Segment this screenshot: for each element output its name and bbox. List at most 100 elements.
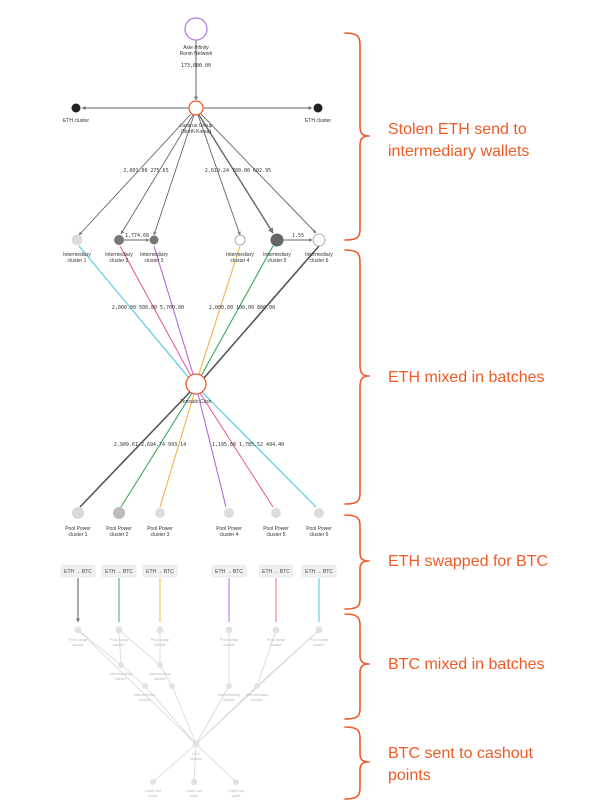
intermediary-1-sub: cluster 1 <box>68 258 87 264</box>
intermediary-cluster-1: Intermediary cluster 1 <box>63 234 91 264</box>
cashout-sub: point <box>190 793 200 798</box>
pool-power-6-label: Pool Power <box>306 526 332 532</box>
pool-power-6-sub: cluster 6 <box>310 532 329 538</box>
batch-label-left: 2,000.00 500.00 5,700.00 <box>112 305 184 311</box>
edge-mixer-p2 <box>120 392 193 508</box>
intermediary-cluster-2: Intermediary cluster 2 <box>105 235 133 264</box>
bracket-stage-1 <box>344 32 370 241</box>
pool-power-1-dot <box>72 507 84 519</box>
swap-box-5 <box>258 564 294 578</box>
intermediary-3-sub: cluster 3 <box>145 258 164 264</box>
edge-mixer-p3 <box>159 393 195 508</box>
btc-pool-node <box>156 626 164 634</box>
pool-power-4-label: Pool Power <box>216 526 242 532</box>
btc-pool-label: Pool swap <box>267 637 286 642</box>
edge-hub-c4 <box>197 114 241 236</box>
cashout-nodes: Cash out point Cash out point Cash out p… <box>145 779 245 798</box>
stage-5-line-2: points <box>388 767 431 784</box>
btc-pool-sub: cluster <box>313 642 325 647</box>
edge-c4-mixer <box>198 245 241 375</box>
pool-power-3-sub: cluster 3 <box>151 532 170 538</box>
btc-mix-node <box>169 683 175 689</box>
btc-pool-nodes <box>74 626 323 634</box>
intermediary-2-dot <box>114 235 124 245</box>
intermediary-cluster-4: Intermediary cluster 4 <box>226 234 254 264</box>
cashout-node <box>233 779 239 785</box>
intermediary-3-label: Intermediary <box>140 252 168 258</box>
batch-label-right: 2,000.00 100.00 800.00 <box>209 305 275 311</box>
edge-hub-c6 <box>200 113 317 234</box>
transfer-label-c5-c6: 1.55 <box>292 233 304 239</box>
edge-hub-c2 <box>120 114 194 235</box>
source-node-circle <box>184 17 208 41</box>
intermediary-6-sub: cluster 6 <box>310 258 329 264</box>
pool-power-2-label: Pool Power <box>106 526 132 532</box>
swap-label-2: ETH → BTC <box>105 569 133 575</box>
stage-3-line-1: ETH swapped for BTC <box>388 553 548 570</box>
btc-hub-sub: cluster <box>190 756 202 761</box>
stage-labels: Stolen ETH send to intermediary wallets … <box>388 121 548 784</box>
intermediary-cluster-5: Intermediary cluster 5 <box>263 233 291 264</box>
btc-mix-labels: Intermediary cluster Intermediary cluste… <box>110 671 268 702</box>
eth-cluster-right: ETH cluster <box>305 103 331 124</box>
mixer-node: Tornado Cash <box>180 373 212 405</box>
edge-mixer-p1 <box>79 391 191 508</box>
hub-node: Lazarus Group (North Korea) <box>179 100 213 135</box>
btc-pool-sub: cluster <box>270 642 282 647</box>
btc-hub-label: Hub <box>192 751 200 756</box>
pool-power-5: Pool Power cluster 5 <box>263 508 289 538</box>
btc-mix-label: Intermediary <box>218 692 240 697</box>
stage-1-line-2: intermediary wallets <box>388 143 529 160</box>
swap-label-5: ETH → BTC <box>262 569 290 575</box>
btc-mix-node <box>142 683 148 689</box>
intermediary-5-sub: cluster 5 <box>268 258 287 264</box>
stage-2-line-1: ETH mixed in batches <box>388 369 545 386</box>
edge-c5-mixer <box>200 245 274 377</box>
pool-power-4: Pool Power cluster 4 <box>216 508 242 538</box>
intermediary-2-sub: cluster 2 <box>110 258 129 264</box>
pool-power-4-dot <box>224 508 234 518</box>
pool-power-clusters: Pool Power cluster 1 Pool Power cluster … <box>65 507 332 538</box>
cashout-node <box>191 779 197 785</box>
eth-cluster-left-dot <box>71 103 81 113</box>
pool-power-6-dot <box>314 508 324 518</box>
stage-4-line-1: BTC mixed in batches <box>388 656 545 673</box>
btc-pool-sub: cluster <box>72 642 84 647</box>
btc-mix-label: Intermediary <box>134 692 156 697</box>
hub-node-label-1: Lazarus Group <box>179 123 212 129</box>
btc-pool-sub: cluster <box>154 642 166 647</box>
btc-mix-sub: cluster <box>115 676 127 681</box>
edge-c2-mixer <box>119 245 192 377</box>
intermediary-4-label: Intermediary <box>226 252 254 258</box>
pool-power-3-label: Pool Power <box>147 526 173 532</box>
bracket-stage-3 <box>344 514 370 610</box>
bracket-stage-5 <box>344 726 370 800</box>
intermediary-5-label: Intermediary <box>263 252 291 258</box>
edge-c6-mixer <box>203 245 320 379</box>
stage-1-line-1: Stolen ETH send to <box>388 121 527 138</box>
edge-hub-c1 <box>78 113 192 236</box>
pool-power-2-dot <box>113 507 125 519</box>
edge-mixer-p6 <box>201 391 317 508</box>
hub-node-circle <box>188 100 204 116</box>
cashout-label: Cash out <box>186 788 203 793</box>
intermediary-cluster-3: Intermediary cluster 3 <box>140 235 168 264</box>
btc-mix-sub: cluster <box>251 697 263 702</box>
btc-pool-sub: cluster <box>223 642 235 647</box>
cashout-node <box>150 779 156 785</box>
btc-mix-node <box>157 662 163 668</box>
btc-mix-label: Intermediary <box>110 671 132 676</box>
hub-node-label-2: (North Korea) <box>181 129 212 135</box>
btc-mix-label: Intermediary <box>149 671 171 676</box>
btc-pool-label: Pool swap <box>220 637 239 642</box>
btc-mix-nodes <box>118 662 260 689</box>
to-mixer-edges <box>78 245 320 379</box>
btc-mix-node <box>226 683 232 689</box>
eth-cluster-right-label: ETH cluster <box>305 118 331 124</box>
intermediary-5-dot <box>270 233 284 247</box>
swap-label-6: ETH → BTC <box>305 569 333 575</box>
swap-box-4 <box>211 564 247 578</box>
intermediary-1-dot <box>71 234 83 246</box>
cashout-sub: point <box>232 793 242 798</box>
btc-mix-node <box>118 662 124 668</box>
